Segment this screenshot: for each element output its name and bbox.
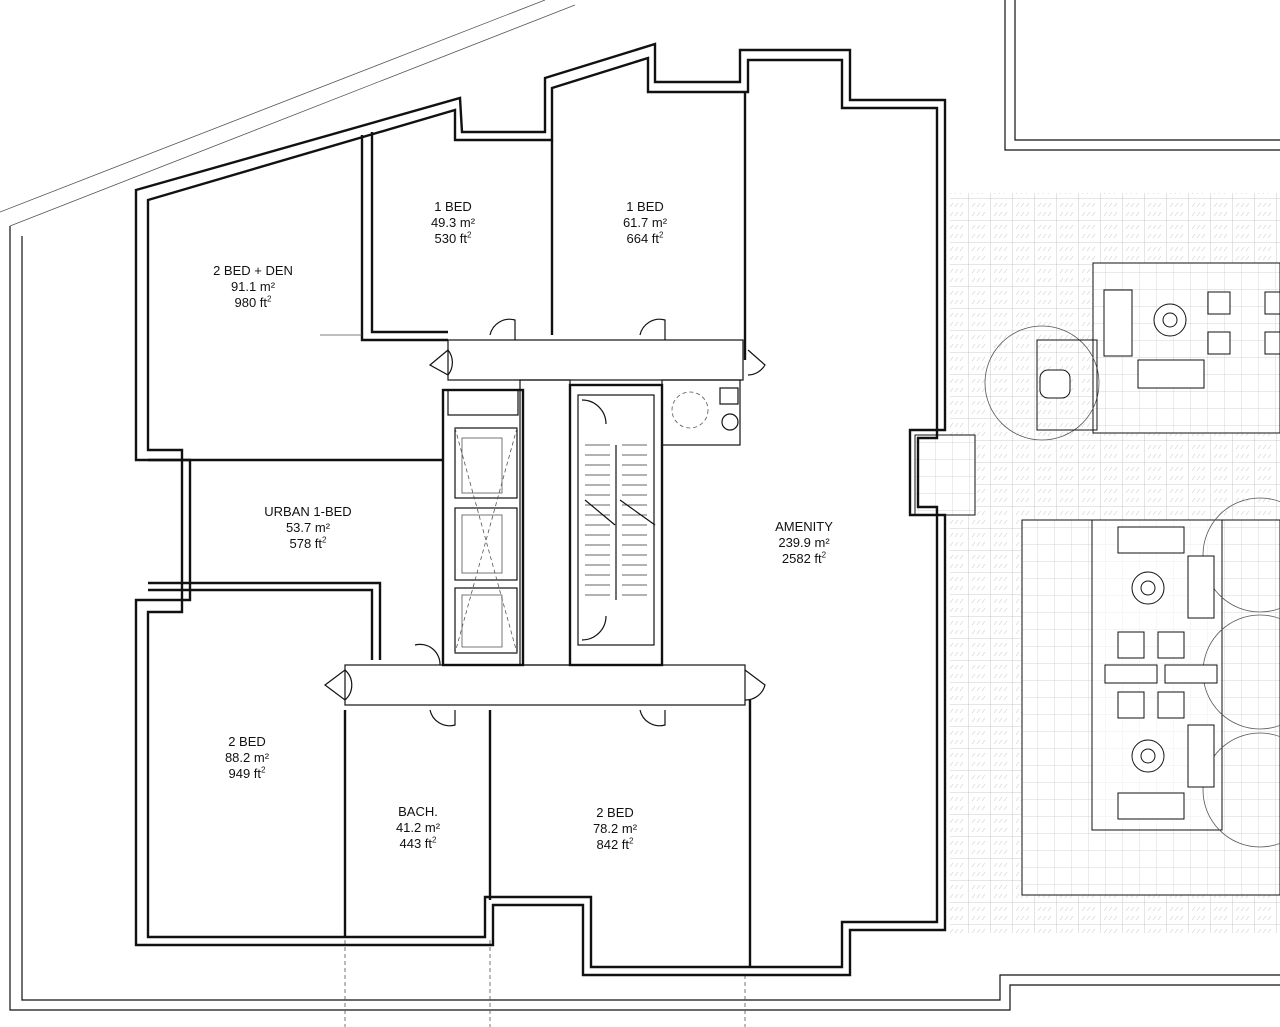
room-urban-1bed: URBAN 1-BED 53.7 m² 578 ft2 bbox=[228, 504, 388, 552]
room-1bed-a: 1 BED 49.3 m² 530 ft2 bbox=[373, 199, 533, 247]
room-name: 2 BED bbox=[596, 805, 634, 820]
room-name: 2 BED bbox=[228, 734, 266, 749]
room-name: URBAN 1-BED bbox=[264, 504, 352, 519]
room-name: BACH. bbox=[398, 804, 438, 819]
room-area-metric: 91.1 m² bbox=[230, 279, 276, 294]
room-area-metric: 239.9 m² bbox=[778, 535, 830, 550]
terrace-furniture bbox=[984, 289, 1280, 848]
door-swings bbox=[324, 318, 766, 727]
room-2bed-b: 2 BED 78.2 m² 842 ft2 bbox=[535, 805, 695, 853]
room-area-imperial: 443 ft2 bbox=[399, 835, 437, 851]
stair-core bbox=[568, 379, 741, 667]
room-area-metric: 41.2 m² bbox=[395, 820, 441, 835]
elevator-core bbox=[441, 388, 525, 667]
interior-walls bbox=[148, 92, 752, 967]
room-area-metric: 49.3 m² bbox=[430, 215, 476, 230]
room-amenity: AMENITY 239.9 m² 2582 ft2 bbox=[724, 519, 884, 567]
building-envelope bbox=[134, 42, 947, 977]
room-2bed-den: 2 BED + DEN 91.1 m² 980 ft2 bbox=[173, 263, 333, 311]
room-1bed-b: 1 BED 61.7 m² 664 ft2 bbox=[565, 199, 725, 247]
room-area-imperial: 949 ft2 bbox=[228, 765, 266, 781]
room-area-imperial: 530 ft2 bbox=[434, 230, 472, 246]
room-area-metric: 78.2 m² bbox=[592, 821, 638, 836]
room-name: 1 BED bbox=[626, 199, 664, 214]
room-name: AMENITY bbox=[775, 519, 833, 534]
corridors bbox=[344, 339, 746, 706]
room-2bed-a: 2 BED 88.2 m² 949 ft2 bbox=[167, 734, 327, 782]
room-name: 2 BED + DEN bbox=[213, 263, 293, 278]
room-area-imperial: 578 ft2 bbox=[289, 535, 327, 551]
room-area-metric: 88.2 m² bbox=[224, 750, 270, 765]
room-area-metric: 61.7 m² bbox=[622, 215, 668, 230]
room-bach: BACH. 41.2 m² 443 ft2 bbox=[338, 804, 498, 852]
room-area-imperial: 980 ft2 bbox=[234, 294, 272, 310]
room-area-imperial: 842 ft2 bbox=[596, 836, 634, 852]
room-area-metric: 53.7 m² bbox=[285, 520, 331, 535]
room-name: 1 BED bbox=[434, 199, 472, 214]
room-area-imperial: 2582 ft2 bbox=[781, 550, 827, 566]
room-area-imperial: 664 ft2 bbox=[626, 230, 664, 246]
